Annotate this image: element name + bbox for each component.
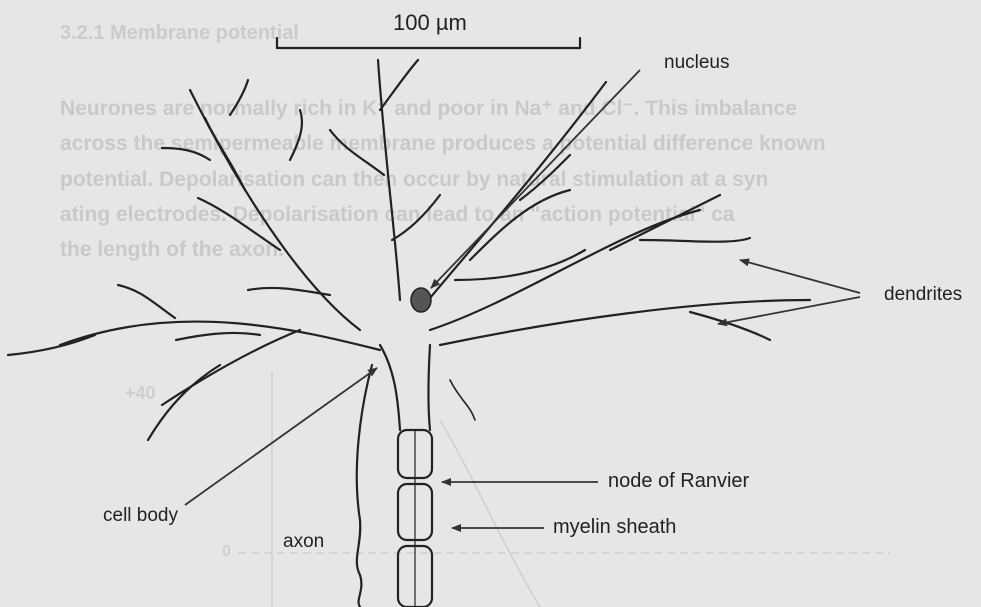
dendrite xyxy=(190,90,360,330)
scale-label: 100 µm xyxy=(393,10,467,36)
dendrite xyxy=(230,80,248,115)
dendrite xyxy=(330,130,384,175)
dendrites-label: dendrites xyxy=(884,284,962,306)
dendrite xyxy=(176,333,260,340)
dendrite xyxy=(450,380,475,420)
nucleus-shape xyxy=(411,288,431,312)
cell-body-outline-right xyxy=(429,345,431,430)
cell-body-outline-left xyxy=(380,345,400,430)
nucleus-arrow xyxy=(431,70,640,288)
axon-label: axon xyxy=(283,531,324,553)
cell-body-arrow xyxy=(185,368,377,505)
dendrite xyxy=(118,285,175,318)
dendrite xyxy=(60,322,380,350)
node-of-ranvier-label: node of Ranvier xyxy=(608,470,749,493)
nucleus-label: nucleus xyxy=(664,52,730,74)
cell-body-label: cell body xyxy=(103,505,178,527)
dendrite xyxy=(380,60,418,110)
scale-bar xyxy=(277,38,580,48)
faded-curve xyxy=(440,420,540,607)
dendrite-arrow xyxy=(740,260,860,293)
faded-graph xyxy=(238,372,890,607)
axon-outline xyxy=(357,365,372,607)
dendrite xyxy=(205,118,245,190)
dendrite xyxy=(430,210,700,330)
dendrite xyxy=(290,110,302,160)
dendrite xyxy=(162,148,210,160)
dendrite xyxy=(440,300,810,345)
dendrite xyxy=(640,238,750,242)
myelin-sheath-label: myelin sheath xyxy=(553,516,676,539)
dendrite xyxy=(392,195,440,240)
